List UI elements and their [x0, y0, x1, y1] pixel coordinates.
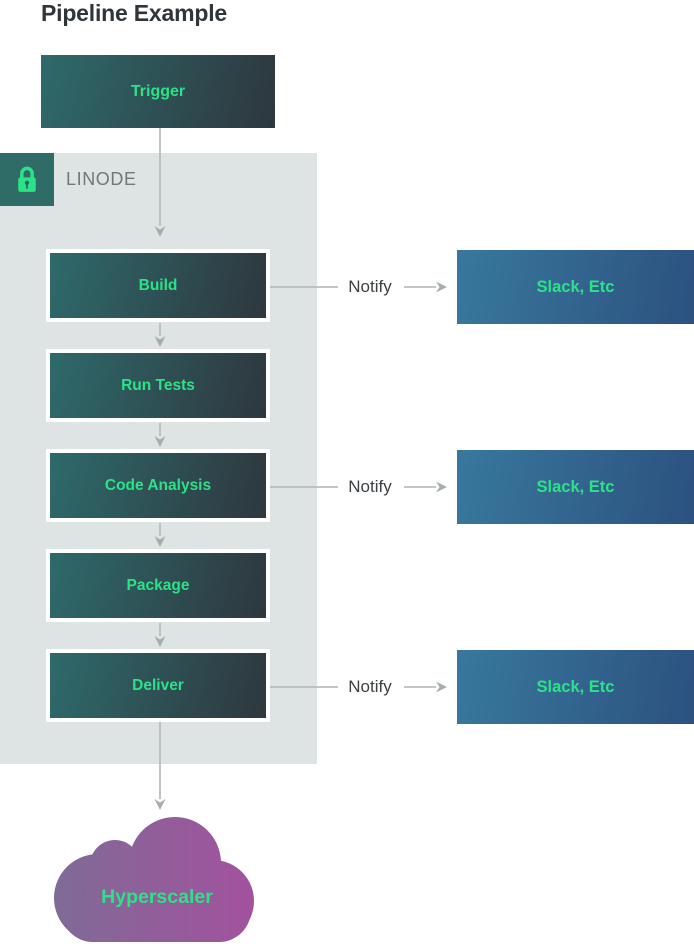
- slack-node: Slack, Etc: [457, 450, 694, 524]
- notify-label: Notify: [348, 477, 392, 496]
- step-node-build: Build: [46, 249, 270, 322]
- slack-label: Slack, Etc: [536, 277, 615, 296]
- step-label: Run Tests: [121, 376, 195, 394]
- lock-icon: [18, 166, 36, 192]
- cloud-icon: Hyperscaler: [54, 817, 254, 942]
- notify-label: Notify: [348, 277, 392, 296]
- step-label: Code Analysis: [104, 476, 212, 494]
- slack-node: Slack, Etc: [457, 650, 694, 724]
- step-node-code-analysis: Code Analysis: [46, 449, 270, 522]
- step-label: Package: [126, 576, 190, 594]
- linode-group-label: LINODE: [66, 169, 137, 189]
- step-node-deliver: Deliver: [46, 649, 270, 722]
- trigger-label: Trigger: [130, 82, 186, 100]
- cloud-label: Hyperscaler: [101, 886, 213, 908]
- step-node-run-tests: Run Tests: [46, 349, 270, 422]
- lock-badge: [0, 153, 54, 206]
- notify-label: Notify: [348, 677, 392, 696]
- slack-node: Slack, Etc: [457, 250, 694, 324]
- slack-label: Slack, Etc: [536, 477, 615, 496]
- page-title: Pipeline Example: [41, 0, 227, 26]
- step-label: Build: [138, 276, 178, 294]
- hyperscaler-node: Hyperscaler: [53, 816, 258, 944]
- step-label: Deliver: [132, 676, 184, 694]
- step-node-package: Package: [46, 549, 270, 622]
- trigger-node: Trigger: [41, 55, 275, 128]
- slack-label: Slack, Etc: [536, 677, 615, 696]
